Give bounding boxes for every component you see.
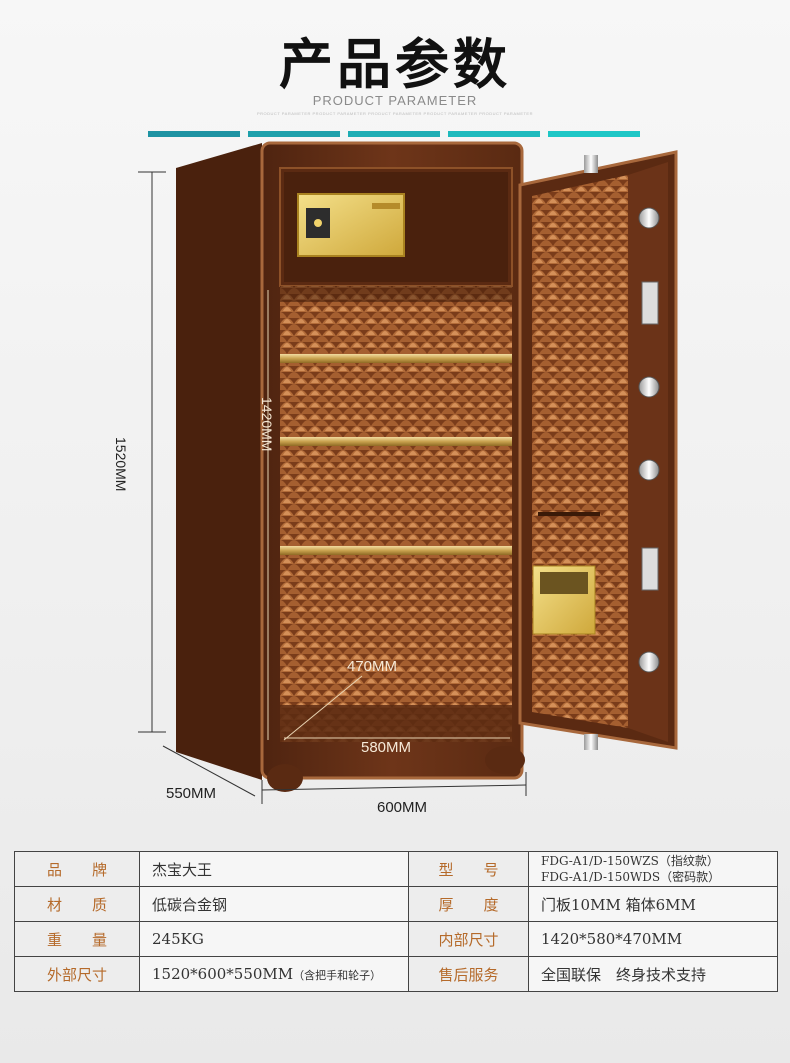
inner-depth-label: 470MM [347,658,398,675]
spec-row: 外部尺寸 1520*600*550MM（含把手和轮子） 售后服务 全国联保 终身… [14,956,778,992]
panel-label [372,203,400,209]
bottom-hinge [584,734,598,750]
door-bolt [638,207,660,229]
model-password: FDG-A1/D-150WDS（密码款） [541,870,721,884]
spec-value-weight: 245KG [139,921,409,957]
spec-table: 品 牌 杰宝大王 型 号 FDG-A1/D-150WZS（指纹款） FDG-A1… [14,851,778,992]
inner-depth-line [283,675,363,741]
spec-value-inner-size: 1420*580*470MM [528,921,778,957]
inner-width-label: 580MM [361,739,412,756]
underline-bar [148,131,240,137]
outer-depth-label: 550MM [166,785,217,802]
spec-value-thickness: 门板10MM 箱体6MM [528,886,778,922]
spec-label-thickness: 厚 度 [408,886,529,922]
underline-bar [248,131,340,137]
door-latch [641,547,659,591]
interior-floor [280,705,512,742]
outer-height-label: 1520MM [113,437,129,492]
spec-label-after-sales: 售后服务 [408,956,529,992]
door-latch [641,281,659,325]
spec-row: 重 量 245KG 内部尺寸 1420*580*470MM [14,921,778,957]
page-title: 产品参数 [279,33,511,96]
decorative-fine-print: PRODUCT PARAMETER PRODUCT PARAMETER PROD… [256,111,533,116]
door-bolt [638,376,660,398]
spec-row: 材 质 低碳合金钢 厚 度 门板10MM 箱体6MM [14,886,778,922]
interior-back-shadow [280,286,512,302]
door-key-grid [540,572,588,594]
shelf-top [280,354,512,363]
outer-width-line [261,784,527,791]
inner-height-label: 1420MM [259,397,275,452]
spec-value-outer-size: 1520*600*550MM（含把手和轮子） [139,956,409,992]
page-subtitle: PRODUCT PARAMETER [312,93,478,108]
spec-label-material: 材 质 [14,886,140,922]
shelf-bottom [280,546,512,555]
door-slot [538,512,600,516]
underline-bar [348,131,440,137]
safe-side-panel [176,143,262,780]
door-inner-panel [532,175,628,728]
spec-label-brand: 品 牌 [14,851,140,887]
spec-label-model: 型 号 [408,851,529,887]
safe-illustration [138,141,678,804]
spec-label-weight: 重 量 [14,921,140,957]
spec-label-inner-size: 内部尺寸 [408,921,529,957]
underline-bar [548,131,640,137]
outer-depth-line [162,745,256,797]
spec-value-brand: 杰宝大王 [139,851,409,887]
door-bolt [638,651,660,673]
safe-foot-right [485,746,525,774]
title-underline-bars [148,131,640,137]
dimension-lines [138,171,527,804]
outer-size-note: （含把手和轮子） [293,969,382,982]
outer-size-value: 1520*600*550MM [152,965,294,983]
underline-bar [448,131,540,137]
spec-value-material: 低碳合金钢 [139,886,409,922]
outer-width-label: 600MM [377,799,428,816]
spec-value-after-sales: 全国联保 终身技术支持 [528,956,778,992]
safe-foot-left [267,764,303,792]
spec-label-outer-size: 外部尺寸 [14,956,140,992]
spec-row: 品 牌 杰宝大王 型 号 FDG-A1/D-150WZS（指纹款） FDG-A1… [14,851,778,887]
spec-value-model: FDG-A1/D-150WZS（指纹款） FDG-A1/D-150WDS（密码款… [528,851,778,887]
shelf-middle [280,437,512,446]
panel-indicator [314,219,322,227]
door-bolt [638,459,660,481]
model-fingerprint: FDG-A1/D-150WZS（指纹款） [541,854,719,868]
top-hinge [584,155,598,173]
